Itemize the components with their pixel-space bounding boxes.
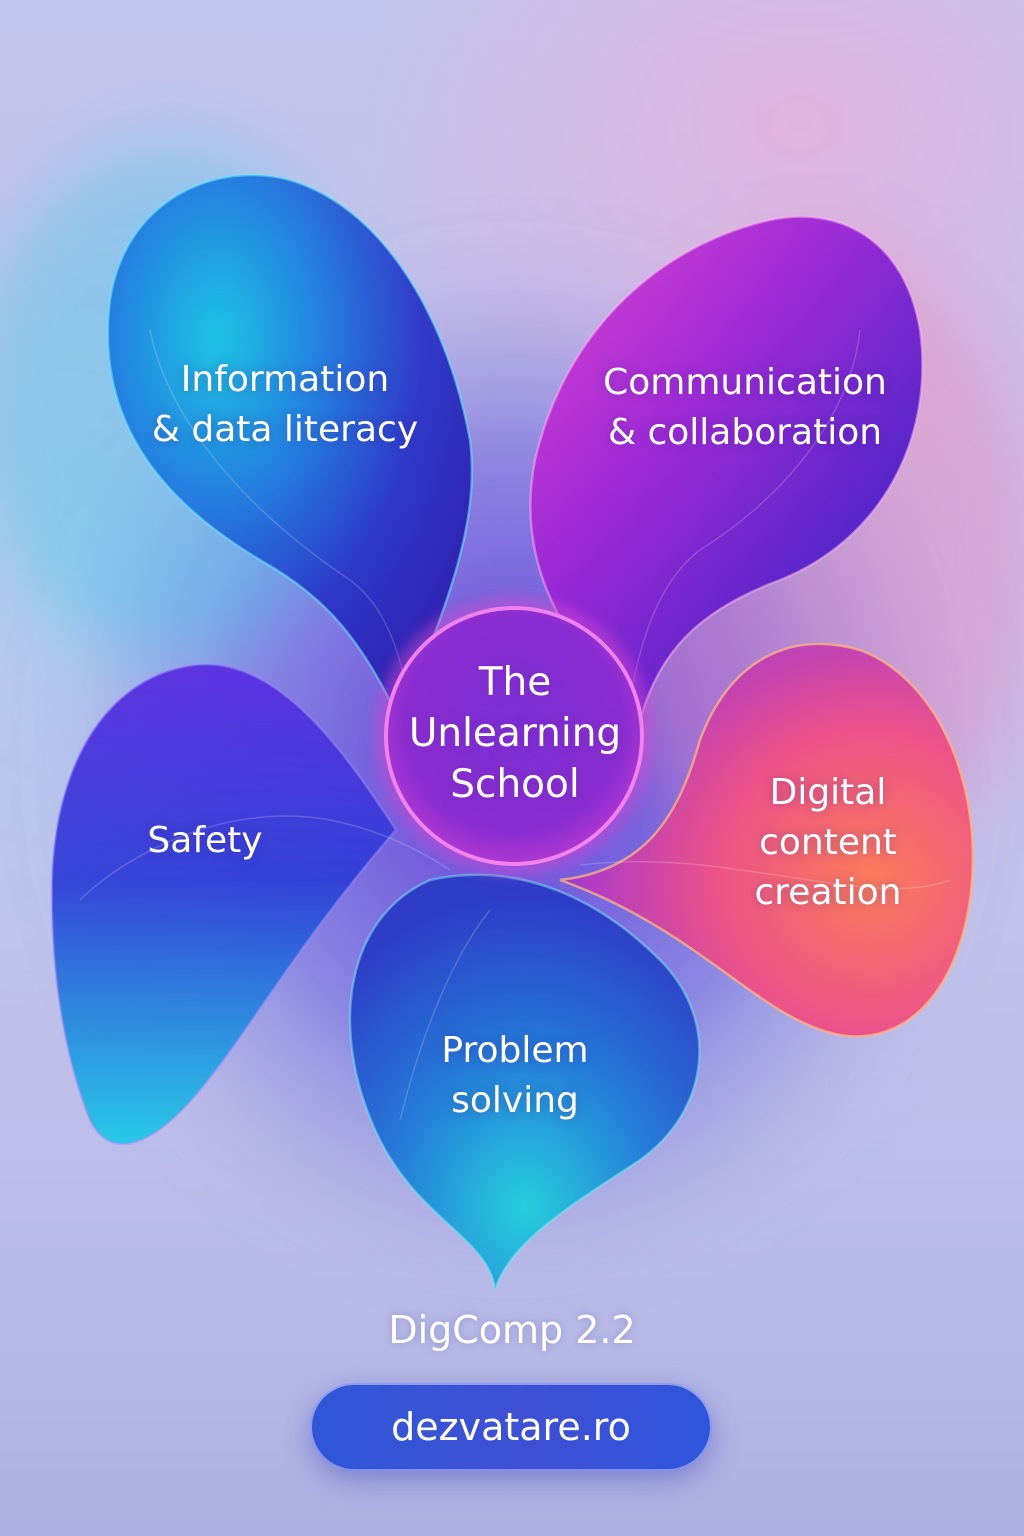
label-line: Information [180,359,390,400]
framework-title: DigComp 2.2 [388,1308,636,1352]
petal-outline-digital-content [559,642,975,1038]
label-line: & data literacy [151,409,419,450]
label-line: Safety [147,820,263,861]
label-digital-content: Digital content creation [728,768,928,918]
label-communication: Communication & collaboration [590,358,900,458]
label-safety: Safety [120,816,290,866]
center-label-line: School [450,762,580,807]
petal-outline-safety [50,663,398,1146]
center-label-line: The [478,660,552,705]
petal-problem-solving [350,874,700,1290]
flow-line [399,909,491,1121]
flow-line [579,860,951,890]
label-line: & collaboration [607,412,883,453]
label-line: creation [754,872,902,913]
label-information: Information & data literacy [130,355,440,455]
petal-safety [51,664,396,1144]
center-label-line: Unlearning [408,711,622,756]
label-line: Problem [441,1030,589,1071]
label-problem-solving: Problem solving [410,1026,620,1126]
label-line: solving [451,1080,579,1121]
website-link-button[interactable]: dezvatare.ro [312,1385,710,1469]
label-line: Communication [603,362,887,403]
petal-outline-communication [529,215,924,723]
petal-outline-information [106,173,474,724]
petal-digital-content [560,644,973,1037]
petal-communication [530,216,923,720]
label-line: Digital [769,772,887,813]
petal-outline-problem-solving [348,873,701,1291]
petal-information [107,175,472,720]
center-label: The Unlearning School [384,657,646,810]
flow-line [149,329,411,701]
label-line: content [759,822,897,863]
flow-line [79,815,451,901]
flow-line [629,329,861,701]
center-circle [384,606,644,866]
center-ring [384,606,644,866]
